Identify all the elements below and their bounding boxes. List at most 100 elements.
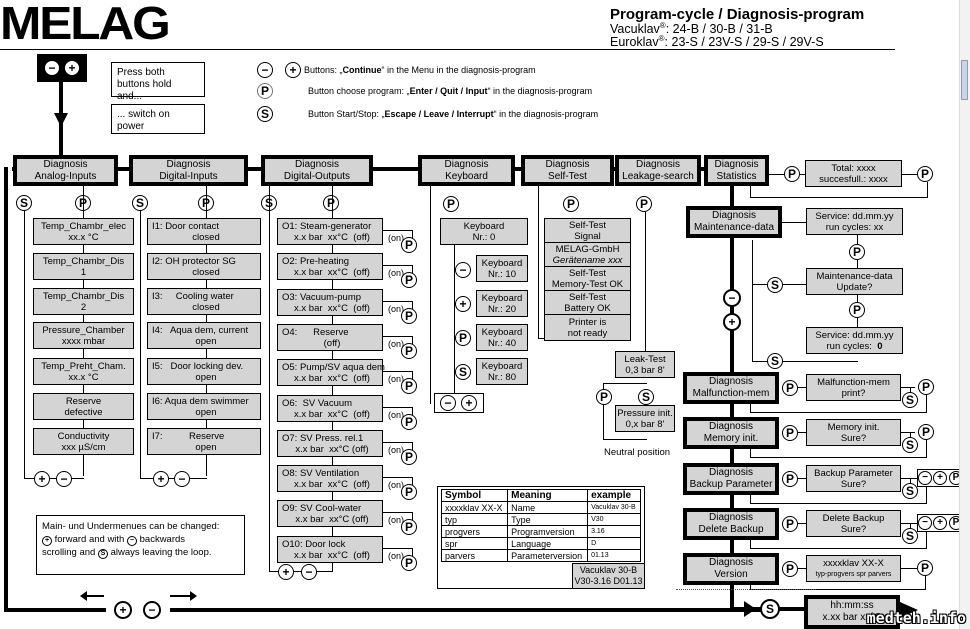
digital-input-item: I5: Door locking dev.open [147, 358, 261, 385]
minus-button[interactable]: − [723, 289, 741, 307]
s-button[interactable]: S [16, 195, 32, 211]
p-button[interactable]: P [563, 196, 579, 212]
on-branch-line [412, 301, 413, 311]
return-line [750, 540, 751, 548]
scrollbar-thumb[interactable] [961, 60, 968, 100]
plus-button[interactable]: + [114, 601, 132, 619]
p-button[interactable]: P [401, 555, 417, 571]
p-button[interactable]: P [401, 272, 417, 288]
s-button[interactable]: S [767, 277, 783, 293]
plus-button[interactable]: + [278, 564, 294, 580]
loop-left-line [4, 167, 8, 612]
p-button[interactable]: P [917, 166, 933, 182]
minus-button[interactable]: − [56, 471, 72, 487]
on-label: (on) [388, 304, 405, 314]
plus-button[interactable]: + [153, 471, 169, 487]
plus-button[interactable]: + [723, 313, 741, 331]
s-button[interactable]: S [638, 389, 654, 405]
plus-button[interactable]: + [933, 471, 947, 485]
plus-button[interactable]: + [34, 471, 50, 487]
p-button[interactable]: P [401, 237, 417, 253]
analog-item: Temp_Preht_Cham.xx.x °C [33, 358, 134, 385]
plus-button[interactable]: + [461, 395, 477, 411]
on-branch-line [383, 442, 413, 443]
minus-button[interactable]: − [918, 471, 932, 485]
scroll-right-arrow-icon [170, 595, 190, 597]
s-button[interactable]: S [902, 437, 918, 453]
p-button[interactable]: P [782, 425, 798, 441]
minus-button[interactable]: − [174, 471, 190, 487]
minus-button[interactable]: − [455, 262, 471, 278]
s-button[interactable]: S [902, 483, 918, 499]
p-button[interactable]: P [323, 195, 339, 211]
start-button-pair[interactable]: − + [37, 54, 87, 82]
s-button[interactable]: S [455, 364, 471, 380]
p-button[interactable]: P [784, 166, 800, 182]
s-button[interactable]: S [902, 528, 918, 544]
p-button[interactable]: P [401, 484, 417, 500]
p-button[interactable]: P [782, 516, 798, 532]
minus-button[interactable]: − [918, 516, 932, 530]
p-button[interactable]: P [401, 519, 417, 535]
p-button[interactable]: P [401, 449, 417, 465]
plus-icon: + [63, 59, 81, 77]
p-button[interactable]: P [917, 560, 933, 576]
return-line [750, 457, 927, 458]
minus-icon: − [43, 59, 61, 77]
plus-button[interactable]: + [933, 516, 947, 530]
arrowhead-right-icon [190, 591, 197, 601]
p-button[interactable]: P [782, 561, 798, 577]
plus-button[interactable]: + [455, 296, 471, 312]
p-button[interactable]: P [401, 343, 417, 359]
p-button[interactable]: P [401, 308, 417, 324]
p-button[interactable]: P [443, 196, 459, 212]
p-button[interactable]: P [455, 330, 471, 346]
s-button[interactable]: S [767, 353, 783, 369]
s-button[interactable]: S [132, 195, 148, 211]
minus-button[interactable]: − [143, 601, 161, 619]
minus-button[interactable]: − [440, 395, 456, 411]
p-button[interactable]: P [918, 379, 934, 395]
p-button[interactable]: P [401, 414, 417, 430]
on-branch-line [383, 407, 413, 408]
p-button[interactable]: P [782, 380, 798, 396]
minus-button[interactable]: − [301, 564, 317, 580]
p-button[interactable]: P [401, 378, 417, 394]
s-button[interactable]: S [902, 392, 918, 408]
p-button[interactable]: P [918, 424, 934, 440]
p-button[interactable]: P [596, 389, 612, 405]
p-button[interactable]: P [782, 471, 798, 487]
p-button[interactable]: P [849, 244, 865, 260]
legend-escape: S Button Start/Stop: „Escape / Leave / I… [257, 106, 598, 122]
leakage-line [645, 212, 646, 351]
vertical-scrollbar[interactable] [959, 0, 970, 629]
s-button[interactable]: S [760, 599, 780, 619]
p-button[interactable]: P [636, 196, 652, 212]
on-label: (on) [388, 445, 405, 455]
p-button[interactable]: P [849, 302, 865, 318]
